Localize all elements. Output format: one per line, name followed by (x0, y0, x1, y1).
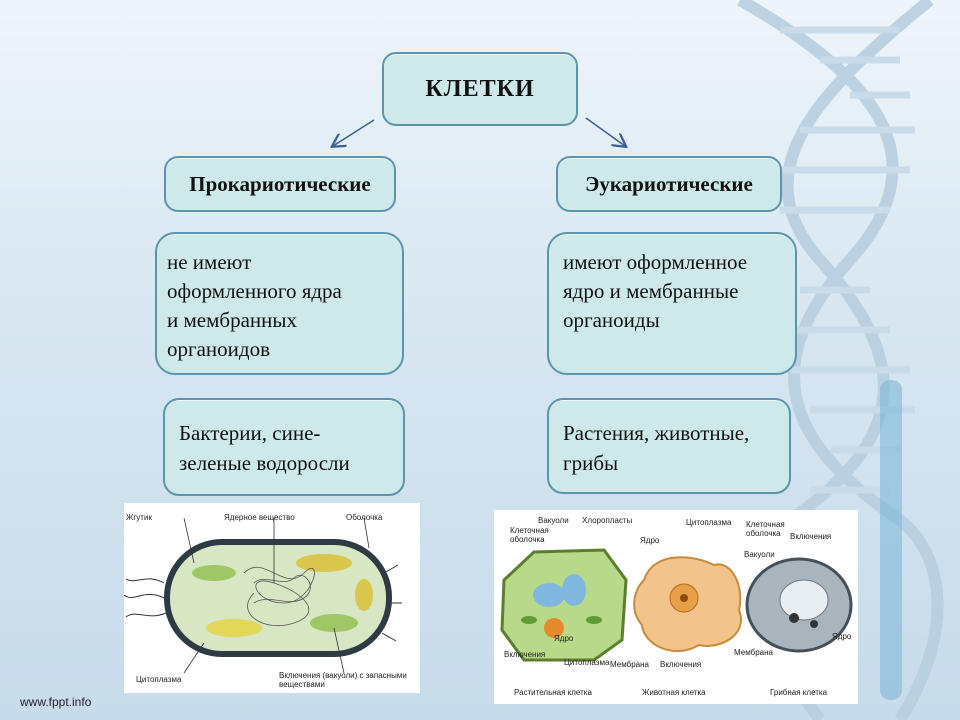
label-vacuoles: Вакуоли (538, 516, 569, 525)
description-eukaryotic: имеют оформленное ядро и мембранные орга… (547, 232, 797, 375)
label-nucleus-2: Ядро (640, 536, 660, 545)
label-nucleus-3: Ядро (832, 632, 852, 641)
label-line: Включения (вакуоли) с запасными (279, 671, 407, 680)
example-line: зеленые водоросли (179, 451, 350, 475)
label-nucleus: Ядро (554, 634, 574, 643)
label-membrane: Оболочка (346, 513, 383, 522)
desc-line: оформленного ядра (167, 279, 342, 303)
description-prokaryotic: не имеют оформленного ядра и мембранных … (155, 232, 404, 375)
label-line: Клеточная (510, 526, 549, 535)
label-inclusions: Включения (вакуоли) с запасными вещества… (279, 671, 407, 689)
arrow-to-eukaryotic (585, 117, 625, 146)
label-line: Клеточная (746, 520, 785, 529)
example-line: грибы (563, 451, 619, 475)
label-inclusions-2: Включения (660, 660, 702, 669)
label-cell-wall: Клеточная оболочка (510, 526, 549, 544)
eukaryotic-cells-drawing (500, 548, 853, 662)
desc-line: органоиды (563, 308, 660, 332)
bacterium-drawing (123, 517, 402, 674)
desc-line: ядро и мембранные (563, 279, 739, 303)
label-inclusions: Включения (504, 650, 546, 659)
footer-url[interactable]: www.fppt.info (20, 695, 92, 709)
label-cytoplasm: Цитоплазма (136, 675, 182, 684)
example-line: Бактерии, сине- (179, 421, 321, 445)
label-flagellum: Жгутик (126, 513, 152, 522)
caption-animal-cell: Животная клетка (642, 688, 706, 697)
label-chloroplasts: Хлоропласты (582, 516, 633, 525)
label-cell-wall-2: Клеточная оболочка (746, 520, 785, 538)
eukaryotic-cells-illustration: Вакуоли Хлоропласты Клеточная оболочка Я… (494, 510, 858, 704)
examples-prokaryotic: Бактерии, сине- зеленые водоросли (163, 398, 405, 496)
dna-helix-decoration (737, 0, 944, 720)
caption-fungal-cell: Грибная клетка (770, 688, 828, 697)
label-membrane: Мембрана (610, 660, 649, 669)
diagram-title: КЛЕТКИ (382, 52, 578, 126)
desc-line: органоидов (167, 337, 271, 361)
label-membrane-2: Мембрана (734, 648, 773, 657)
label-line: веществами (279, 680, 325, 689)
desc-line: и мембранных (167, 308, 297, 332)
category-prokaryotic: Прокариотические (164, 156, 396, 212)
label-nuclear-matter: Ядерное вещество (224, 513, 295, 522)
label-line: оболочка (746, 529, 781, 538)
label-line: оболочка (510, 535, 545, 544)
label-cytoplasm-2: Цитоплазма (686, 518, 732, 527)
examples-eukaryotic: Растения, животные, грибы (547, 398, 791, 494)
bacterium-illustration: Жгутик Ядерное вещество Оболочка Цитопла… (123, 503, 420, 693)
label-cytoplasm: Цитоплазма (564, 658, 610, 667)
example-line: Растения, животные, (563, 421, 750, 445)
label-inclusions-3: Включения (790, 532, 832, 541)
caption-plant-cell: Растительная клетка (514, 688, 592, 697)
desc-line: имеют оформленное (563, 250, 748, 274)
desc-line: не имеют (167, 250, 252, 274)
category-eukaryotic: Эукариотические (556, 156, 782, 212)
arrow-to-prokaryotic (333, 119, 375, 146)
label-vacuoles-2: Вакуоли (744, 550, 775, 559)
